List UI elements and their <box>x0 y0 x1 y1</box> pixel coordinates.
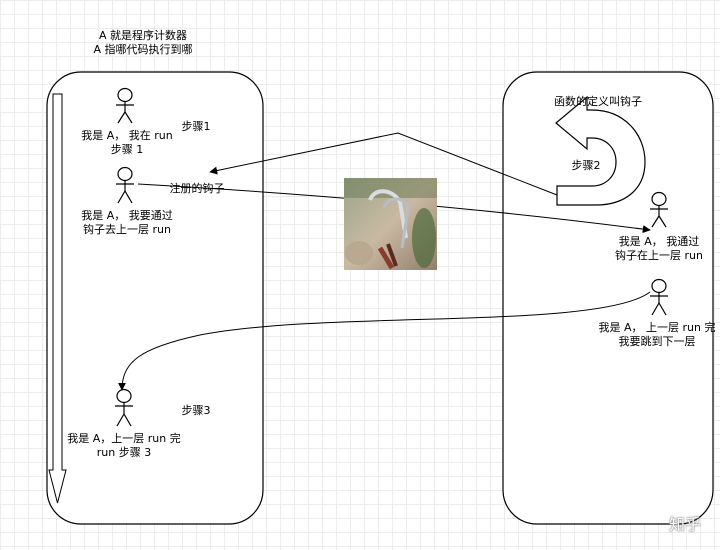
hook-definition-arrow <box>209 132 558 196</box>
program-counter-arrow <box>48 93 67 504</box>
actor-a-step3 <box>115 388 133 427</box>
hook-u-turn-arrow <box>555 95 646 206</box>
watermark: 知乎 <box>668 515 701 534</box>
step1-label: 步骤1 <box>181 120 211 133</box>
actor-a-upper-done-label: 我是 A， 上一层 run 完 我要跳到下一层 <box>598 321 716 348</box>
right-lane <box>502 71 714 525</box>
actor-a-step3-label: 我是 A，上一层 run 完 run 步骤 3 <box>67 432 181 459</box>
actor-a-hook-call-label: 我是 A， 我要通过 钩子去上一层 run <box>81 209 173 236</box>
hook-photo <box>344 178 437 270</box>
actor-a-upper-run-label: 我是 A， 我通过 钩子在上一层 run <box>615 235 703 262</box>
actor-a-step1 <box>116 87 134 124</box>
step3-label: 步骤3 <box>181 404 211 417</box>
register-hook-label: 注册的钩子 <box>169 182 225 195</box>
actor-a-upper-run <box>650 191 668 228</box>
return-arrow <box>118 291 651 391</box>
actor-a-upper-done <box>650 278 668 316</box>
step2-label: 步骤2 <box>571 159 601 172</box>
left-lane <box>46 71 264 525</box>
actor-a-hook-call <box>116 166 134 204</box>
program-counter-note: A 就是程序计数器 A 指哪代码执行到哪 <box>93 29 193 56</box>
hook-definition-title: 函数的定义叫钩子 <box>554 95 642 108</box>
actor-a-step1-label: 我是 A， 我在 run 步骤 1 <box>81 129 173 156</box>
